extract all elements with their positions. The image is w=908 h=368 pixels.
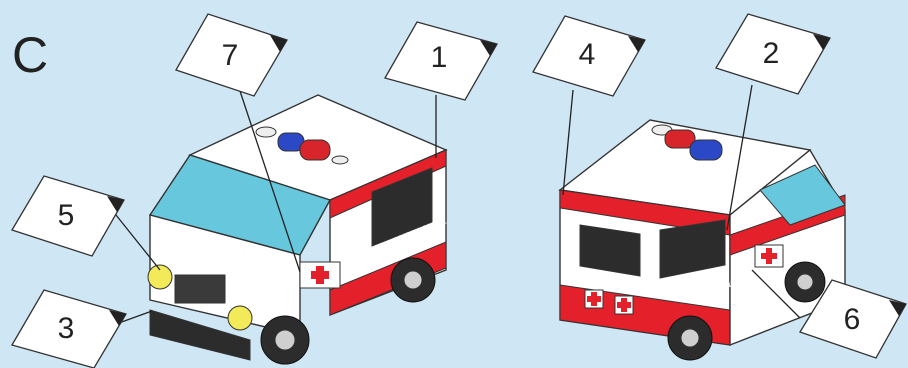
ambulance-rear-view: AMBULANCE (560, 120, 845, 360)
callout-label-1: 1 (431, 41, 448, 74)
callout-label-7: 7 (222, 39, 239, 72)
callout-1: 1 (385, 22, 497, 100)
callout-label-4: 4 (579, 38, 596, 71)
callout-label-5: 5 (58, 199, 75, 232)
headlight-right (228, 306, 252, 330)
callout-label-6: 6 (844, 303, 861, 336)
callout-label-2: 2 (763, 37, 780, 70)
callout-5: 5 (12, 176, 124, 256)
ambulance-front-view: AMBULANCE (148, 95, 448, 364)
headlight-left (148, 265, 172, 289)
callout-7: 7 (176, 14, 287, 96)
callout-2: 2 (716, 14, 830, 94)
red-beacon (300, 140, 330, 160)
blue-beacon-rear (690, 140, 722, 160)
callout-3: 3 (12, 290, 126, 368)
callout-label-3: 3 (58, 312, 75, 345)
red-cross-emblem (300, 262, 340, 288)
callout-4: 4 (533, 16, 645, 96)
